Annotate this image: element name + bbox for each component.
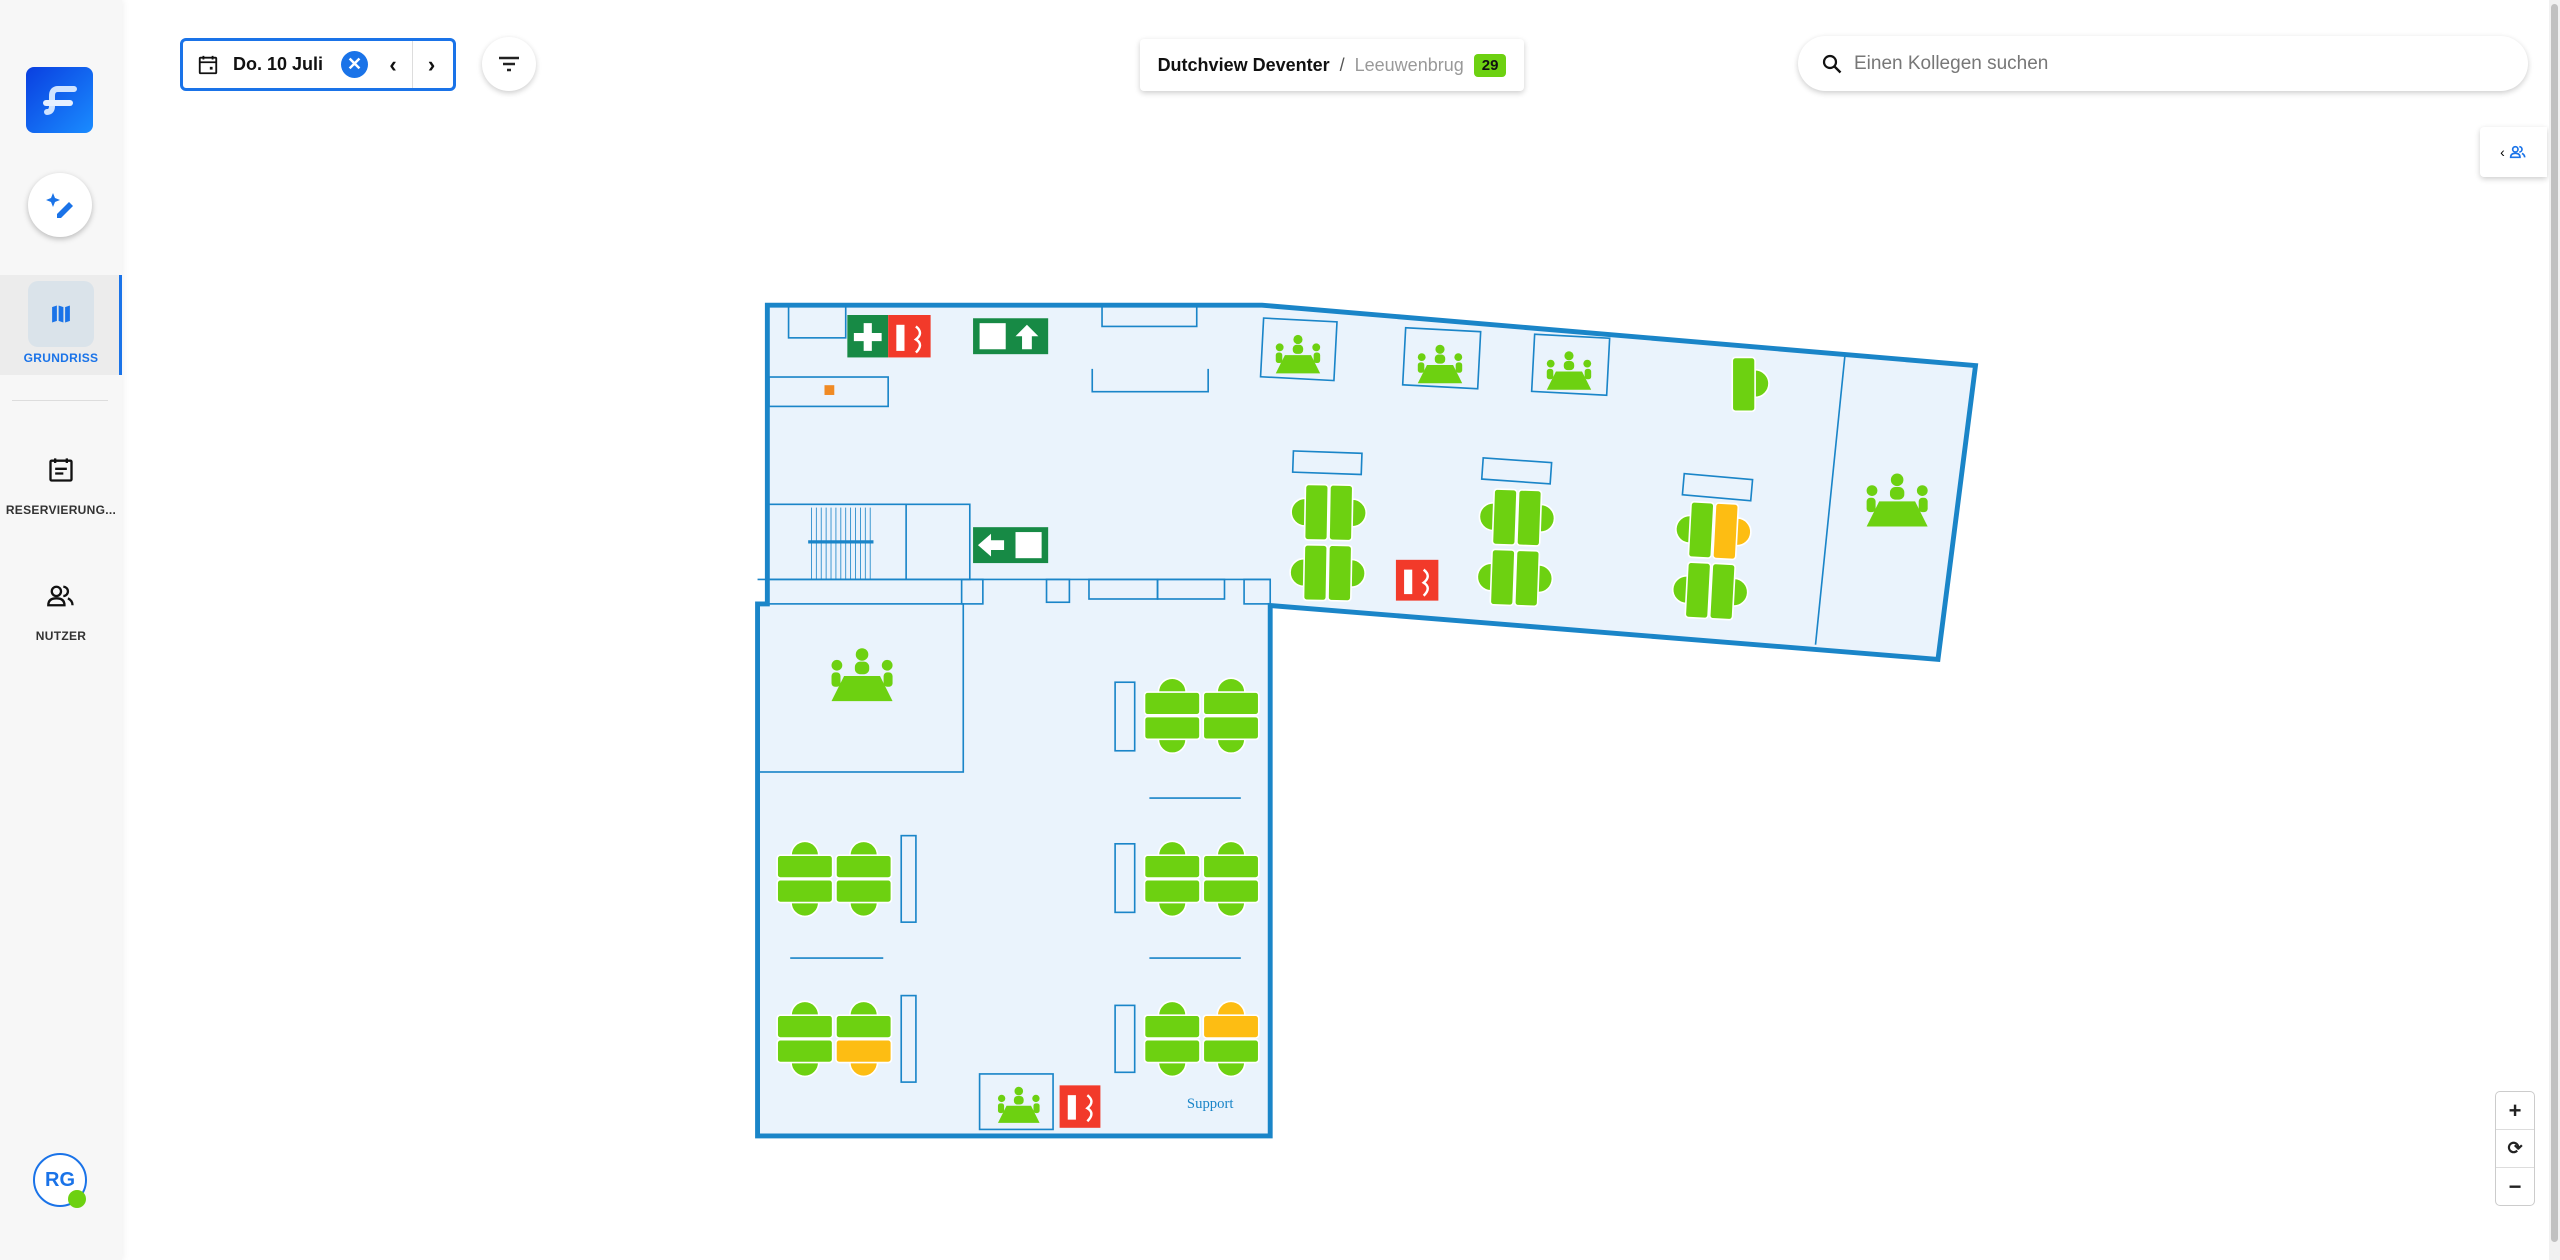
sidebar-item-grundriss[interactable]: GRUNDRISS [0,275,122,375]
scrollbar-thumb[interactable] [2551,4,2558,1242]
desk[interactable] [776,1000,834,1039]
desk[interactable] [1143,1000,1201,1039]
fire-extinguisher-sign [888,315,931,358]
zoom-out-button[interactable]: − [2508,1173,2522,1199]
sidebar-item-reservierungen[interactable]: RESERVIERUNG... [0,437,122,517]
filter-icon [499,56,519,72]
desk[interactable] [776,840,834,879]
desk[interactable] [1143,677,1201,716]
sidebar-item-label: GRUNDRISS [23,351,99,365]
fire-extinguisher-sign [1059,1085,1101,1128]
selected-date[interactable]: Do. 10 Juli [233,54,324,74]
previous-day-button[interactable]: ‹ [389,51,397,77]
desk[interactable] [1290,483,1330,542]
floor-outline [755,302,1979,1139]
desk[interactable] [1708,562,1750,621]
meeting-room-icon[interactable] [1546,351,1592,390]
desk[interactable] [1731,356,1770,413]
desk[interactable] [776,1038,834,1078]
desk[interactable] [1143,878,1201,918]
desk[interactable] [1202,878,1260,918]
room-label-support[interactable]: Support [1187,1096,1234,1112]
desk[interactable] [1516,489,1556,547]
desk[interactable] [1671,561,1712,620]
first-aid-sign [847,315,889,358]
calendar-icon [198,55,218,74]
clear-date-button[interactable]: ✕ [341,51,369,78]
users-icon [2509,145,2526,159]
reset-view-button[interactable]: ⟳ [2496,1130,2534,1168]
search-input[interactable] [1854,52,2454,75]
coffee-icon [824,385,835,395]
desk[interactable] [835,1038,893,1078]
meeting-room-icon[interactable] [1417,344,1463,384]
desk[interactable] [1289,543,1329,602]
desk[interactable] [1476,548,1516,607]
meeting-room-icon[interactable] [1275,334,1321,374]
map-icon [50,303,72,325]
desk[interactable] [835,840,893,879]
desk[interactable] [1143,840,1201,879]
desk[interactable] [1143,715,1201,755]
desk[interactable] [1513,549,1554,608]
fire-extinguisher-sign [1395,559,1439,601]
filter-button[interactable] [482,37,536,91]
desk[interactable] [1712,502,1753,561]
sidebar-item-label: NUTZER [35,629,87,643]
meeting-room-icon[interactable] [1866,473,1928,527]
available-count-badge: 29 [1473,53,1507,77]
active-indicator [119,275,122,375]
scrollbar[interactable] [2549,0,2560,1260]
desk[interactable] [1202,1038,1260,1078]
ai-assistant-button[interactable] [28,173,92,237]
breadcrumb: Dutchview Deventer / Leeuwenbrug 29 [1140,39,1524,91]
search-icon [1822,54,1842,73]
emergency-exit-up-sign [973,318,1049,355]
meeting-room-icon[interactable] [831,648,893,702]
users-icon [47,585,74,607]
sparkle-pencil-icon [46,193,73,218]
desk[interactable] [1143,1038,1201,1078]
sidebar-item-label: RESERVIERUNG... [5,503,117,517]
emergency-exit-left-sign [973,527,1049,564]
zoom-in-button[interactable]: + [2496,1092,2534,1130]
desk[interactable] [835,878,893,918]
open-people-panel-button[interactable]: ‹ [2480,127,2547,177]
sidebar: GRUNDRISS RESERVIERUNG... NUTZER RG [0,0,122,1260]
desk[interactable] [1478,488,1518,546]
desk[interactable] [776,878,834,918]
desk[interactable] [835,1000,893,1039]
next-day-button[interactable]: › [412,41,450,88]
desk[interactable] [1202,677,1260,716]
app-logo[interactable] [26,67,93,133]
colleague-search[interactable] [1798,36,2528,91]
chevron-left-icon: ‹ [2500,144,2505,160]
calendar-list-icon [49,458,73,482]
breadcrumb-separator: / [1339,54,1345,75]
date-picker[interactable]: Do. 10 Juli ✕ ‹ › [180,38,456,91]
sidebar-divider [12,400,108,401]
desk[interactable] [1328,484,1368,542]
sidebar-item-nutzer[interactable]: NUTZER [0,563,122,643]
meeting-room-icon[interactable] [997,1086,1040,1123]
breadcrumb-floor[interactable]: Leeuwenbrug [1354,54,1464,75]
zoom-controls: + ⟳ − [2495,1091,2535,1206]
online-status-dot [68,1190,86,1208]
desk[interactable] [1202,840,1260,879]
desk[interactable] [1674,501,1715,559]
desk[interactable] [1202,715,1260,755]
desk[interactable] [1327,544,1366,602]
breadcrumb-building[interactable]: Dutchview Deventer [1157,54,1330,75]
avatar-initials: RG [45,1168,75,1191]
desk[interactable] [1202,1000,1260,1039]
